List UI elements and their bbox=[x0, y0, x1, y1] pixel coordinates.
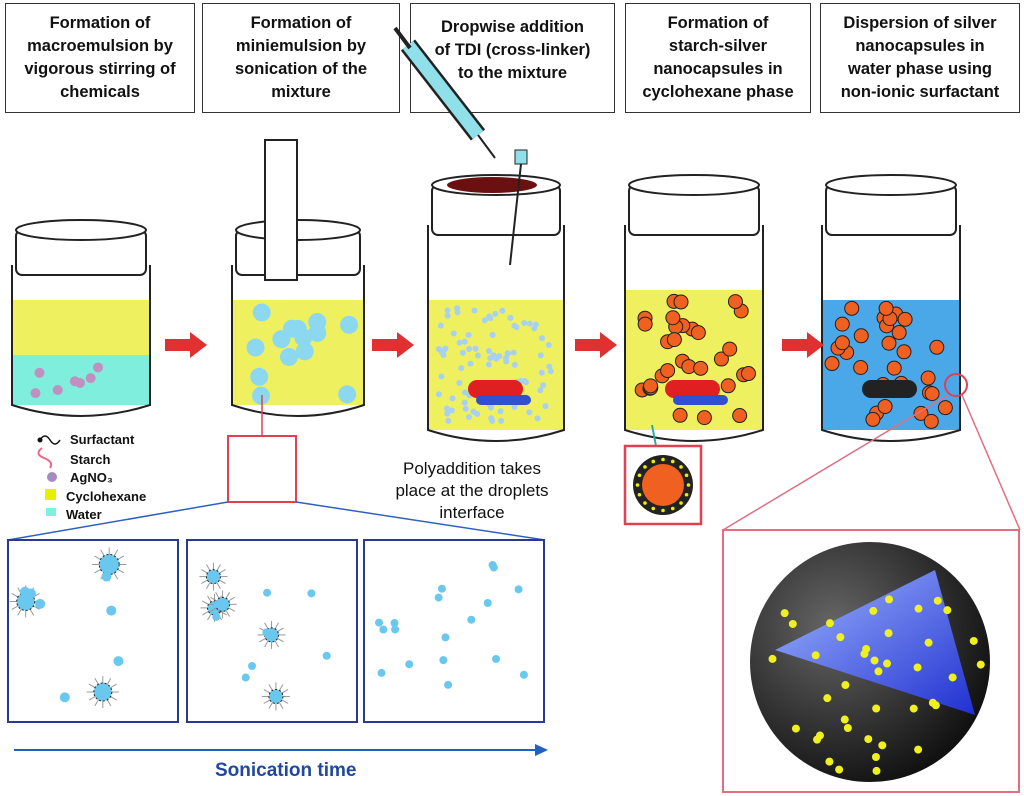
droplet bbox=[262, 628, 271, 637]
droplet bbox=[212, 612, 221, 621]
droplet bbox=[391, 625, 400, 634]
droplet bbox=[375, 618, 384, 627]
process-arrow-3 bbox=[575, 332, 617, 358]
droplet bbox=[444, 680, 453, 689]
step-2-box: Formation of miniemulsion by sonication … bbox=[202, 3, 400, 113]
droplet bbox=[514, 585, 523, 594]
sonication-panel-1 bbox=[7, 539, 179, 723]
droplet bbox=[390, 619, 399, 628]
droplet bbox=[379, 625, 388, 634]
droplet bbox=[467, 615, 476, 624]
needle-icon bbox=[509, 149, 528, 266]
droplet bbox=[25, 588, 36, 599]
step-1-box: Formation of macroemulsion by vigorous s… bbox=[5, 3, 195, 113]
droplet bbox=[492, 654, 501, 663]
droplet bbox=[263, 588, 272, 597]
droplet bbox=[377, 668, 386, 677]
droplet bbox=[434, 593, 443, 602]
legend-surfactant: Surfactant bbox=[70, 432, 135, 447]
droplet bbox=[35, 598, 46, 609]
sonication-time-label: Sonication time bbox=[215, 760, 357, 781]
process-arrow-1 bbox=[165, 332, 207, 358]
step-5-box: Dispersion of silver nanocapsules in wat… bbox=[820, 3, 1020, 113]
polyaddition-note: Polyaddition takes place at the droplets… bbox=[395, 459, 549, 522]
droplet bbox=[483, 598, 492, 607]
vial-5 bbox=[821, 174, 961, 442]
step-5-label: Dispersion of silver nanocapsules in wat… bbox=[840, 14, 1000, 101]
water-icon bbox=[46, 508, 56, 516]
droplet bbox=[519, 670, 528, 679]
step-3-label: Dropwise addition of TDI (cross-linker) … bbox=[434, 18, 591, 82]
starch-icon bbox=[37, 447, 53, 469]
droplet bbox=[437, 584, 446, 593]
droplet bbox=[93, 682, 113, 702]
vial-2 bbox=[231, 219, 365, 417]
vial-4 bbox=[624, 174, 764, 442]
process-arrow-4 bbox=[782, 332, 824, 358]
vial-1 bbox=[11, 219, 151, 417]
surfactant-icon bbox=[39, 435, 61, 445]
droplet bbox=[268, 688, 284, 704]
droplet bbox=[113, 656, 124, 667]
vial-3 bbox=[427, 174, 565, 442]
step-1-label: Formation of macroemulsion by vigorous s… bbox=[24, 14, 176, 101]
droplet bbox=[205, 569, 221, 585]
droplet bbox=[439, 656, 448, 665]
legend-starch: Starch bbox=[70, 452, 111, 467]
sonication-panel-3 bbox=[363, 539, 545, 723]
droplet bbox=[405, 660, 414, 669]
sonicator-probe bbox=[264, 139, 298, 281]
stir-bar bbox=[665, 380, 720, 398]
droplet bbox=[322, 651, 331, 660]
stir-bar bbox=[468, 380, 523, 398]
droplet bbox=[489, 563, 498, 572]
droplet bbox=[248, 661, 257, 670]
droplet bbox=[213, 600, 222, 609]
droplet bbox=[106, 605, 117, 616]
droplet bbox=[59, 692, 70, 703]
step-4-box: Formation of starch-silver nanocapsules … bbox=[625, 3, 811, 113]
legend-water: Water bbox=[66, 507, 102, 522]
legend-cyclohexane: Cyclohexane bbox=[66, 489, 147, 504]
legend-agno3: AgNO₃ bbox=[70, 470, 113, 485]
droplet-zoom-box bbox=[227, 435, 297, 503]
droplet bbox=[241, 673, 250, 682]
droplet bbox=[98, 553, 120, 575]
agno3-icon bbox=[47, 472, 57, 482]
droplet bbox=[101, 571, 112, 582]
step-2-label: Formation of miniemulsion by sonication … bbox=[235, 14, 367, 101]
syringe-icon bbox=[393, 26, 496, 159]
legend-icons bbox=[37, 435, 61, 516]
cyclohexane-icon bbox=[45, 489, 56, 500]
stir-bar bbox=[862, 380, 917, 398]
step-4-label: Formation of starch-silver nanocapsules … bbox=[642, 14, 794, 101]
droplet bbox=[307, 589, 316, 598]
process-arrow-2 bbox=[372, 332, 414, 358]
droplet bbox=[441, 633, 450, 642]
